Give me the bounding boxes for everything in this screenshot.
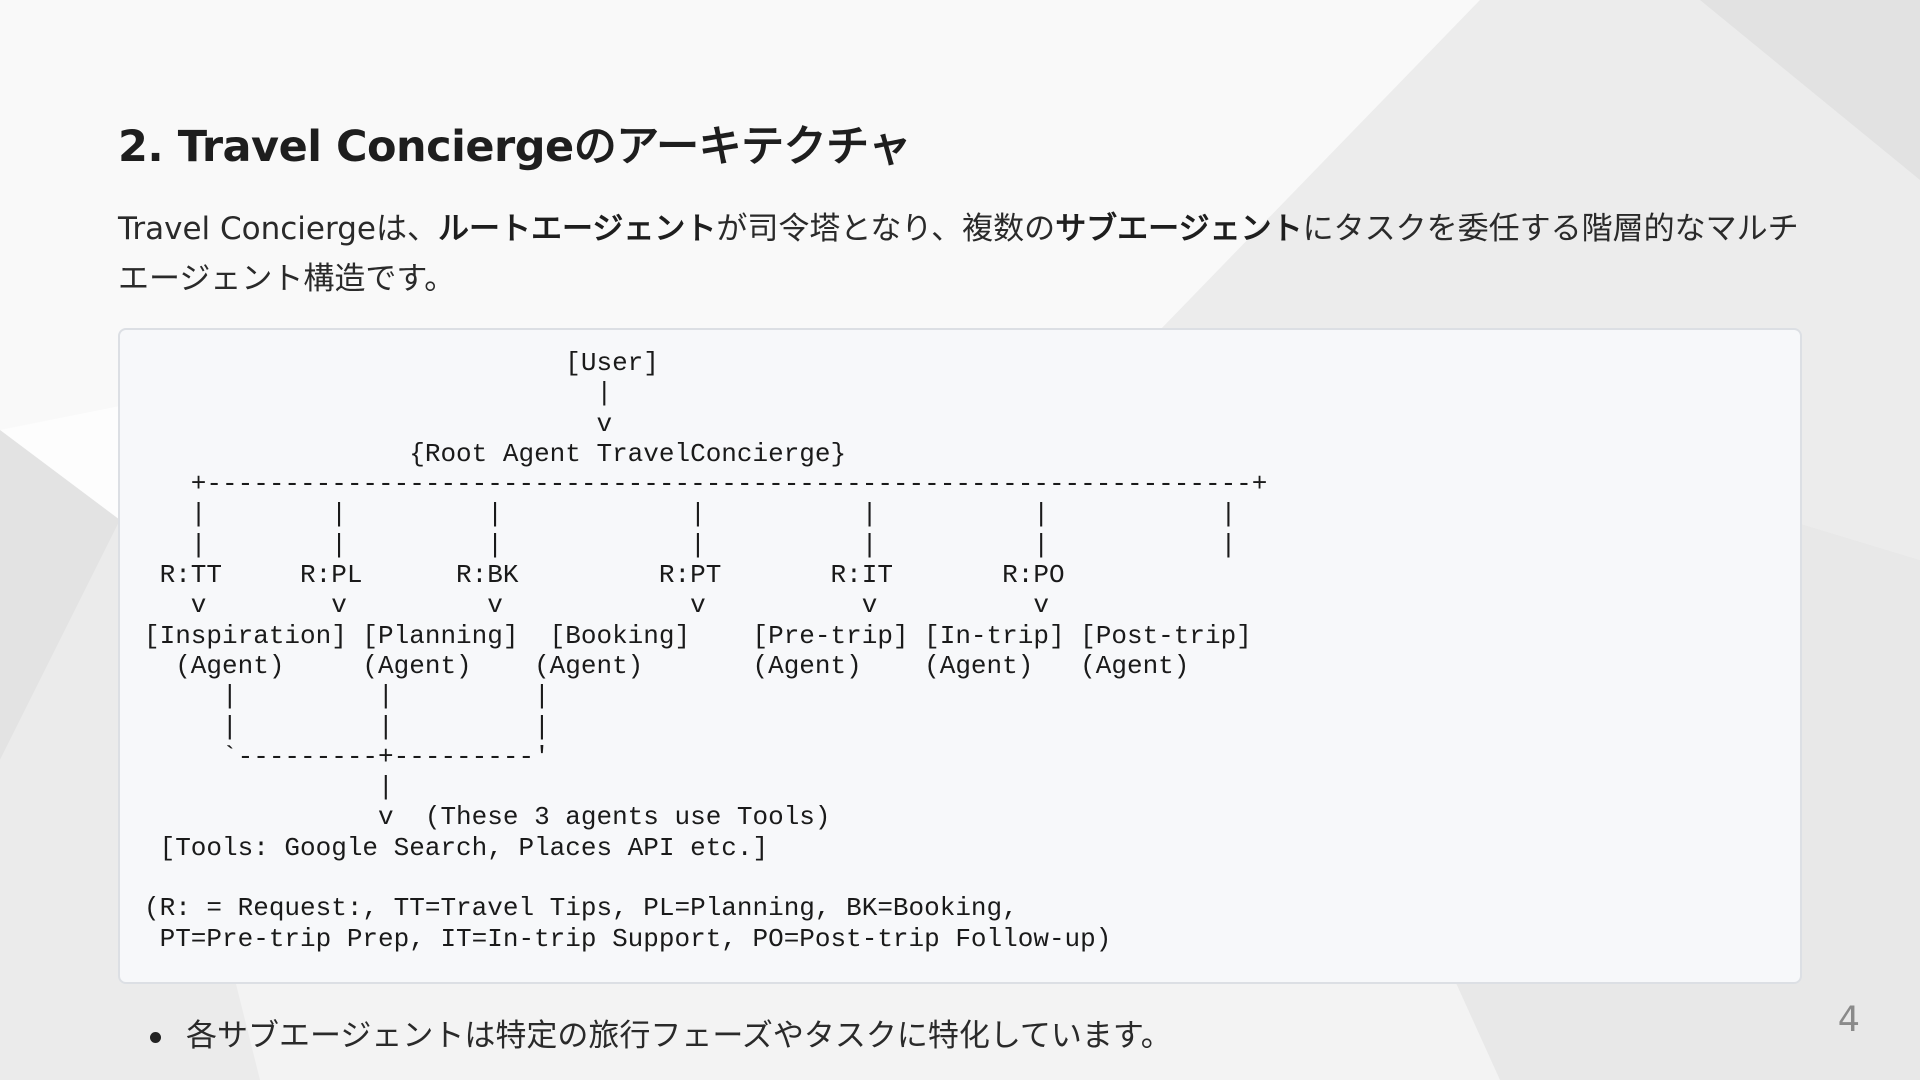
bullet-list: 各サブエージェントは特定の旅行フェーズやタスクに特化しています。	[118, 1012, 1172, 1060]
code-block: [User] | v {Root Agent TravelConcierge} …	[118, 328, 1802, 984]
bullet-item: 各サブエージェントは特定の旅行フェーズやタスクに特化しています。	[118, 1012, 1172, 1060]
slide-title: 2. Travel Conciergeのアーキテクチャ	[118, 122, 911, 172]
intro-paragraph: Travel Conciergeは、ルートエージェントが司令塔となり、複数のサブ…	[118, 204, 1808, 304]
bullet-text: 各サブエージェントは特定の旅行フェーズやタスクに特化しています。	[186, 1018, 1172, 1054]
intro-bold-sub-agent: サブエージェント	[1055, 211, 1303, 247]
intro-text-3: にタスクを委任する階層的なマルチエージェント構造です。	[118, 211, 1799, 297]
bullet-dot-icon	[150, 1032, 161, 1043]
architecture-diagram: [User] | v {Root Agent TravelConcierge} …	[144, 348, 1268, 954]
intro-text-2: が司令塔となり、複数の	[716, 211, 1056, 247]
page-number: 4	[1837, 1000, 1860, 1040]
intro-bold-root-agent: ルートエージェント	[437, 211, 717, 247]
intro-text-1: Travel Conciergeは、	[118, 211, 438, 247]
